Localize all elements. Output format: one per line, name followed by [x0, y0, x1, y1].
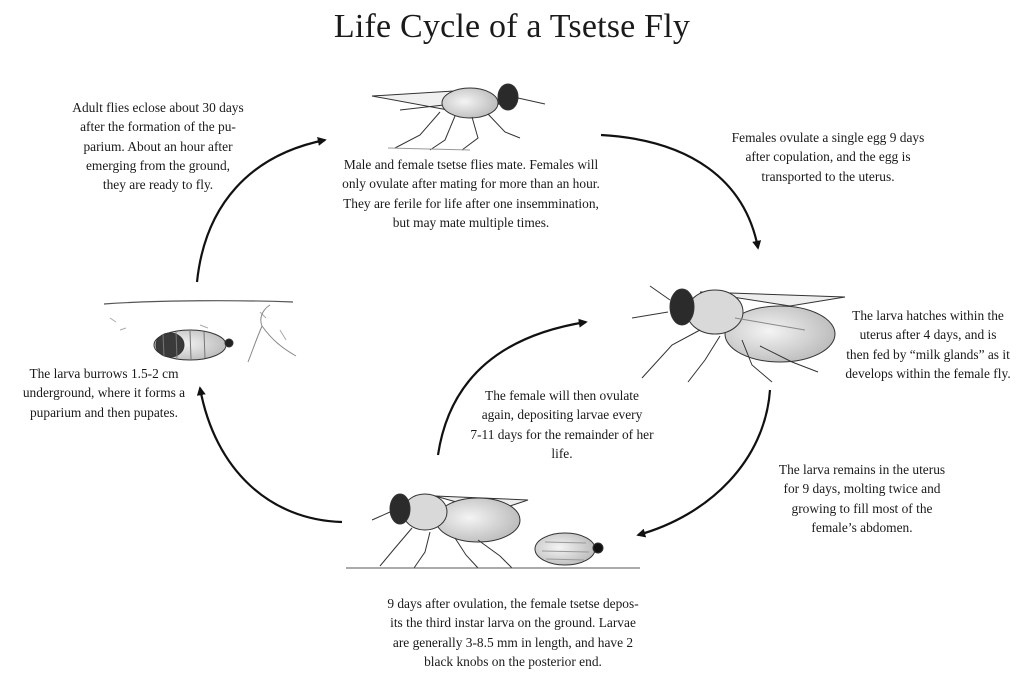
caption-ovulate-again: The female will then ovulate again, depo…: [470, 388, 654, 461]
arrow-bottom-left: [196, 386, 343, 524]
posterior-knob: [592, 542, 604, 554]
caption-ovulation: Females ovulate a single egg 9 days afte…: [731, 130, 925, 184]
caption-burrows: The larva burrows 1.5-2 cm underground, …: [22, 366, 186, 420]
mating-flies-drawing: [371, 83, 546, 151]
arrow-right-down: [636, 389, 772, 538]
larva-burrow-drawing: [103, 300, 297, 363]
page-title: Life Cycle of a Tsetse Fly: [333, 8, 691, 45]
caption-deposit: 9 days after ovulation, the female tsets…: [387, 596, 639, 669]
arrow-inner-up: [436, 318, 588, 456]
caption-larva-hatches: The larva hatches within the uterus afte…: [845, 308, 1011, 381]
caption-adult-eclose: Adult flies eclose about 30 days after t…: [72, 100, 244, 193]
depositing-female-drawing: [346, 493, 640, 569]
caption-mating: Male and female tsetse flies mate. Femal…: [342, 157, 600, 230]
larva-shape: [534, 532, 596, 566]
caption-larva-remains: The larva remains in the uterus for 9 da…: [778, 462, 946, 535]
arrow-top-right: [600, 133, 762, 250]
pregnant-female-drawing: [631, 285, 846, 383]
arrow-top-left: [195, 137, 327, 283]
